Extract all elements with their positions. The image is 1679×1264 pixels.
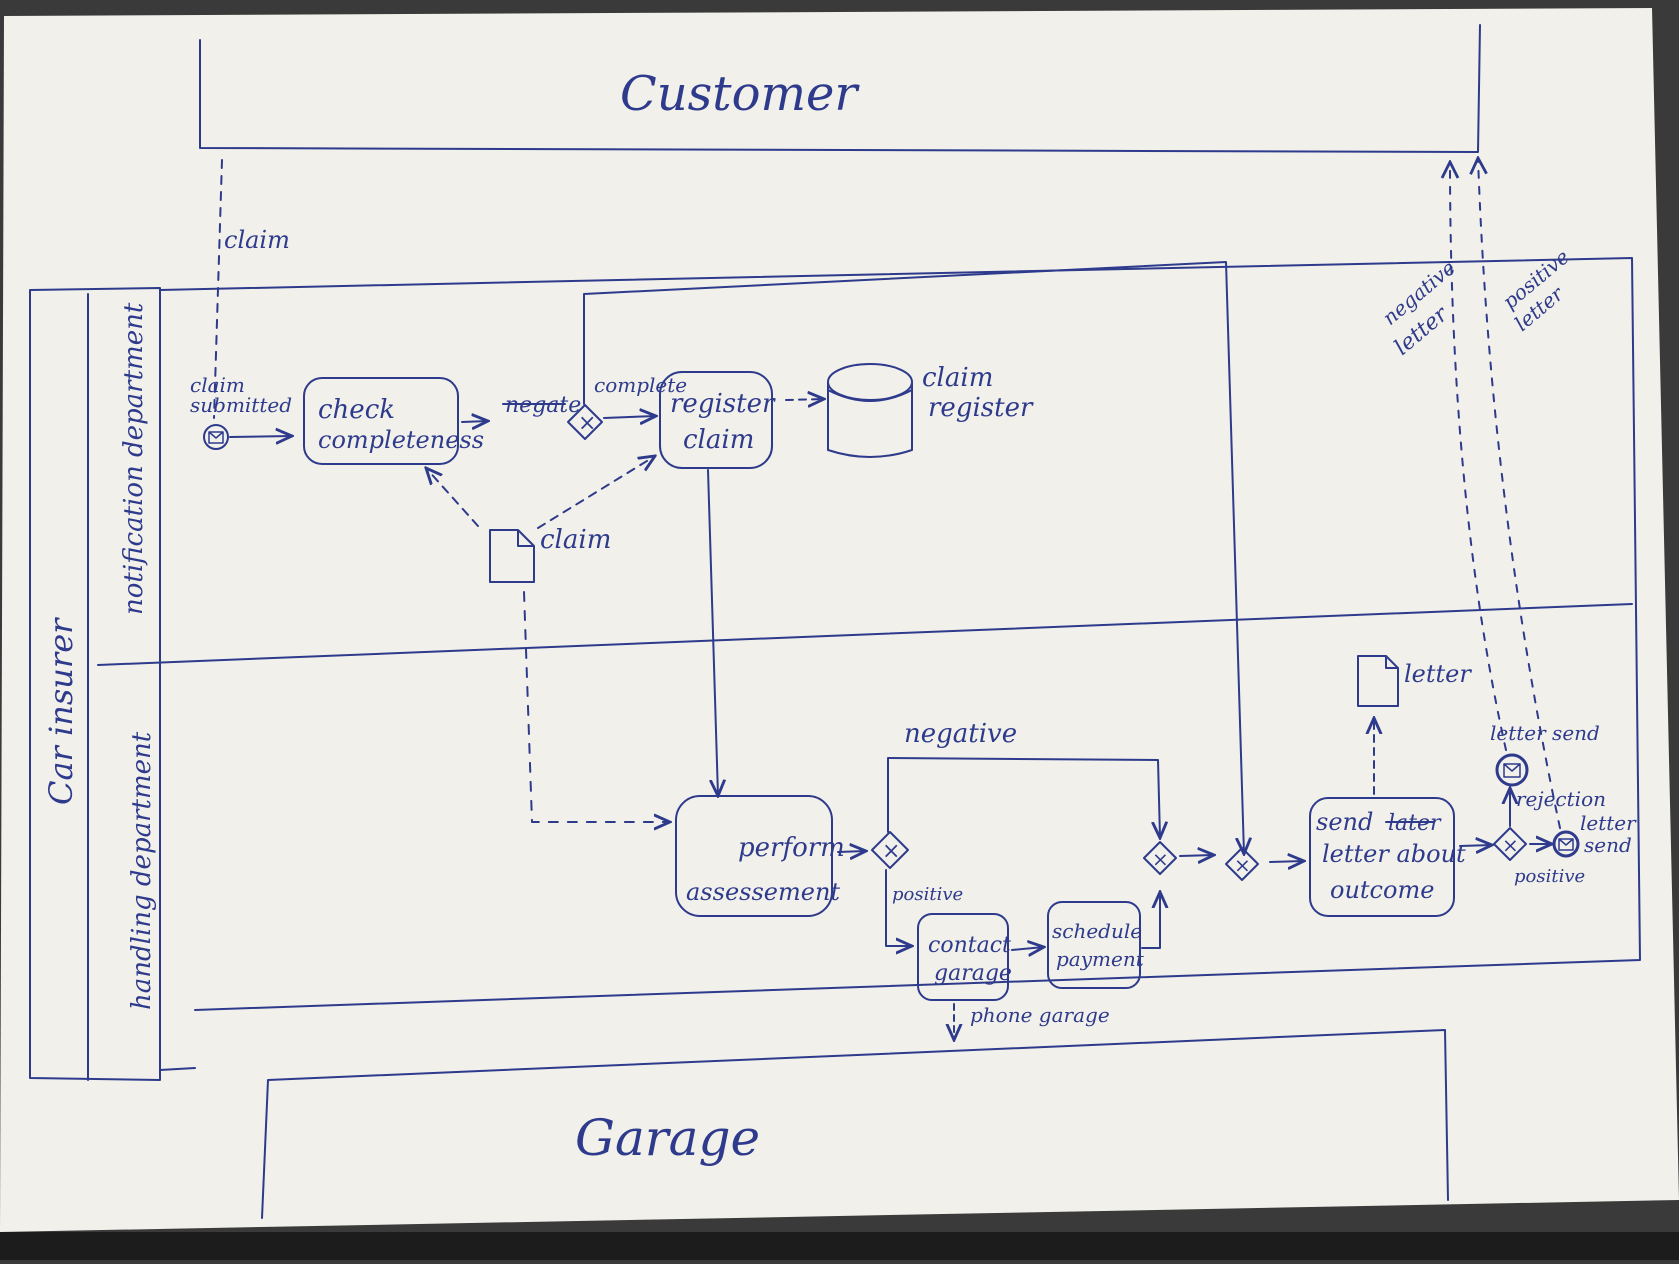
gateway-merge-assessment[interactable] xyxy=(1143,841,1177,875)
gateway-completeness-symbol: × xyxy=(578,411,596,436)
start-event-label-2: submitted xyxy=(190,393,292,417)
gateway-merge-final-symbol: × xyxy=(1234,853,1251,877)
letter-document[interactable] xyxy=(1357,655,1399,707)
lane-divider-horizontal xyxy=(97,603,1633,666)
flow-negative-branch xyxy=(887,757,1160,838)
flow-incomplete-branch xyxy=(583,261,1244,854)
garage-pool-label: Garage xyxy=(575,1109,760,1167)
task-perform-assessment[interactable] xyxy=(675,795,833,917)
flow-send-to-gateway xyxy=(1459,845,1492,846)
assoc-claim-to-assess xyxy=(523,591,670,822)
task-assess-line2: assessement xyxy=(686,878,840,906)
flow-register-to-assess xyxy=(707,469,718,796)
assoc-claim-to-register xyxy=(537,456,655,529)
flow-start-to-check xyxy=(229,436,292,437)
positive-letter-message-flow xyxy=(1478,158,1561,829)
envelope-icon xyxy=(1558,838,1574,851)
task-assess-line1: perform xyxy=(738,833,845,863)
paper-sheet xyxy=(0,8,1679,1232)
customer-pool xyxy=(199,24,1481,153)
flow-merge-to-merge xyxy=(1179,855,1214,856)
rejection-label: rejection xyxy=(1516,787,1606,811)
task-schedule-line1: schedule xyxy=(1052,919,1142,943)
task-contact-line1: contact xyxy=(928,933,1011,958)
gateway-completeness[interactable] xyxy=(567,404,603,440)
task-check-completeness[interactable] xyxy=(303,377,459,465)
task-send-line3: outcome xyxy=(1330,876,1434,904)
flow-check-to-gateway xyxy=(461,421,488,422)
letter-document-label: letter xyxy=(1404,660,1472,688)
envelope-icon xyxy=(208,431,224,444)
end-event-rejection-label: letter send xyxy=(1490,721,1600,745)
claim-register-store[interactable] xyxy=(827,381,913,458)
positive-outcome-label: positive xyxy=(1514,866,1585,887)
end-event-positive[interactable] xyxy=(1552,830,1580,858)
task-check-line2: completeness xyxy=(318,426,484,454)
start-event-label-1: claim xyxy=(190,373,245,397)
task-send-struck: later xyxy=(1388,811,1442,836)
positive-label: positive xyxy=(892,884,963,905)
notification-lane-label: notification department xyxy=(119,302,149,615)
complete-label: complete xyxy=(594,373,687,397)
negate-struck-label: negate xyxy=(505,393,581,418)
task-register-line2: claim xyxy=(683,425,754,455)
task-register-claim[interactable] xyxy=(659,371,773,469)
handling-lane-label: handling department xyxy=(127,731,157,1010)
task-schedule-payment[interactable] xyxy=(1047,901,1141,989)
start-event[interactable] xyxy=(203,424,229,450)
task-register-line1: register xyxy=(670,389,776,419)
gateway-merge-final[interactable] xyxy=(1225,847,1259,881)
gateway-assessment[interactable] xyxy=(871,831,909,869)
flow-merge-to-send xyxy=(1269,861,1304,862)
phone-garage-label: phone garage xyxy=(970,1003,1110,1027)
assoc-register-to-store xyxy=(785,399,824,400)
flow-contact-to-schedule xyxy=(1011,947,1044,950)
envelope-icon xyxy=(1503,763,1521,778)
task-send-line1: send xyxy=(1316,808,1373,836)
task-check-line1: check xyxy=(318,395,395,425)
end-event-positive-label-2: send xyxy=(1584,833,1632,857)
task-send-line2: letter about xyxy=(1322,840,1466,868)
gateway-merge-assessment-symbol: × xyxy=(1152,847,1169,871)
claim-message-label: claim xyxy=(224,226,290,254)
claim-document[interactable] xyxy=(489,529,535,583)
claim-register-label-2: register xyxy=(928,393,1034,423)
negative-label: negative xyxy=(904,719,1017,749)
assoc-claim-to-check xyxy=(426,468,479,527)
desk-edge xyxy=(0,1232,1679,1260)
flow-gateway-to-register xyxy=(603,416,656,418)
garage-pool xyxy=(261,1029,1449,1219)
gateway-outcome[interactable] xyxy=(1493,827,1527,861)
claim-document-label: claim xyxy=(540,525,611,555)
task-send-letter[interactable] xyxy=(1309,797,1455,917)
customer-pool-label: Customer xyxy=(620,66,860,122)
gateway-outcome-symbol: × xyxy=(1502,833,1519,857)
flow-positive-branch xyxy=(885,869,912,946)
task-schedule-line2: payment xyxy=(1056,947,1145,971)
lane-sub-border xyxy=(159,1067,196,1071)
task-contact-line2: garage xyxy=(934,961,1012,986)
claim-register-label-1: claim xyxy=(922,363,993,393)
flow-assess-to-gateway xyxy=(837,851,866,852)
claim-register-store-rim xyxy=(827,389,913,402)
flow-schedule-to-merge xyxy=(1141,892,1160,949)
negative-letter-message-flow xyxy=(1450,162,1507,751)
car-insurer-label: Car insurer xyxy=(42,617,80,805)
task-contact-garage[interactable] xyxy=(917,913,1009,1001)
end-event-rejection[interactable] xyxy=(1495,753,1529,787)
end-event-positive-label-1: letter xyxy=(1580,811,1637,835)
gateway-assessment-symbol: × xyxy=(882,839,900,864)
claim-message-flow xyxy=(213,159,223,419)
